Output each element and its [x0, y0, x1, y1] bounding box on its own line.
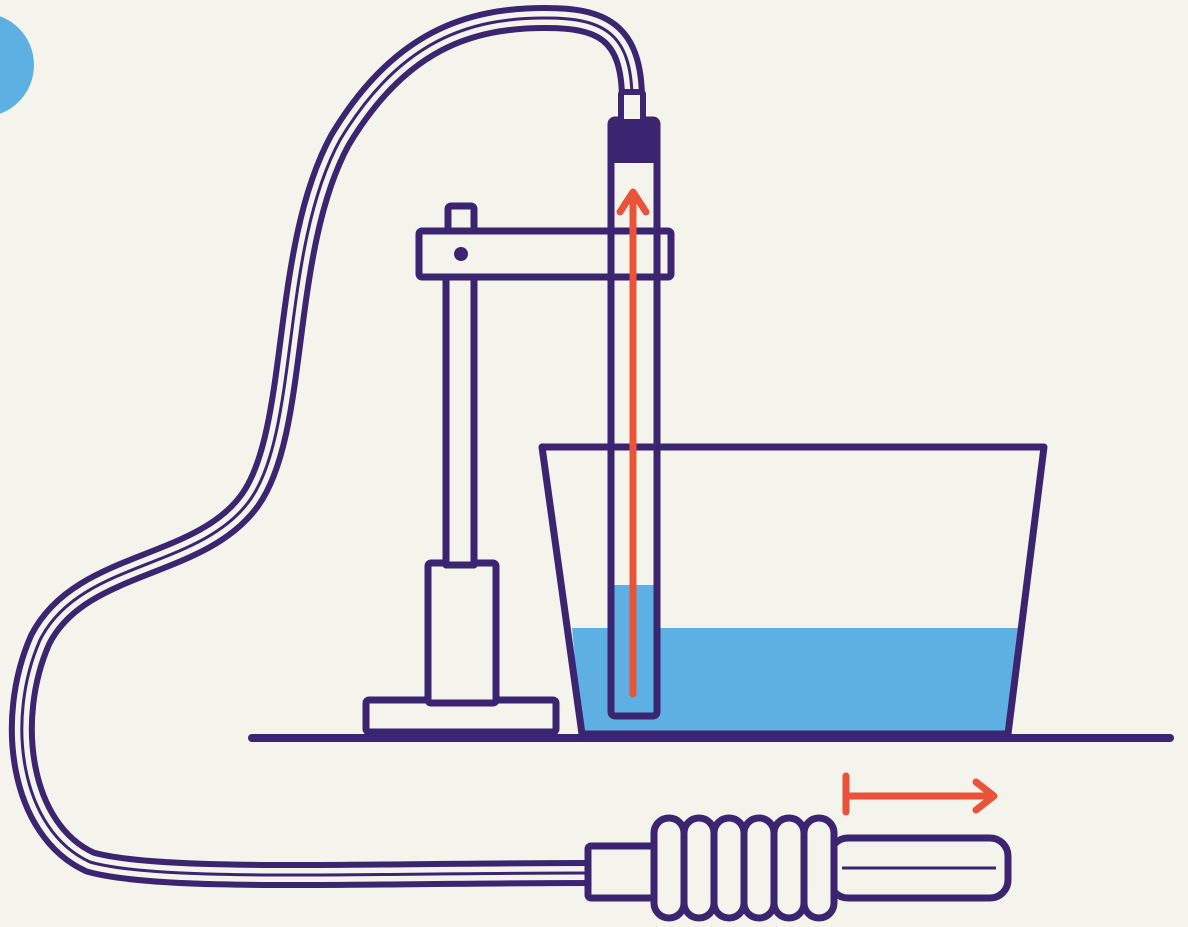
syringe-ring-4: [740, 814, 778, 922]
stand-rod: [442, 271, 478, 569]
hose: [8, 5, 645, 889]
syringe-nozzle: [584, 842, 658, 902]
beaker-water: [572, 628, 1018, 732]
hose-centerline: [20, 16, 634, 877]
syringe: [584, 814, 1012, 922]
clamp-screw: [454, 247, 468, 261]
beaker: [538, 443, 1048, 738]
blue-circle-icon: [0, 16, 34, 114]
syringe-ring-3: [710, 814, 748, 922]
up-arrow-icon: [616, 188, 650, 698]
syringe-ring-2: [680, 814, 718, 922]
beaker-outline: [538, 443, 1048, 738]
syringe-ring-5: [770, 814, 808, 922]
syringe-ring-6: [800, 814, 838, 922]
syringe-ring-1: [650, 814, 688, 922]
right-arrow-icon: [842, 772, 998, 816]
tube-connector: [618, 89, 646, 125]
stand-foot-block: [424, 559, 500, 707]
tube-cap: [608, 117, 660, 163]
